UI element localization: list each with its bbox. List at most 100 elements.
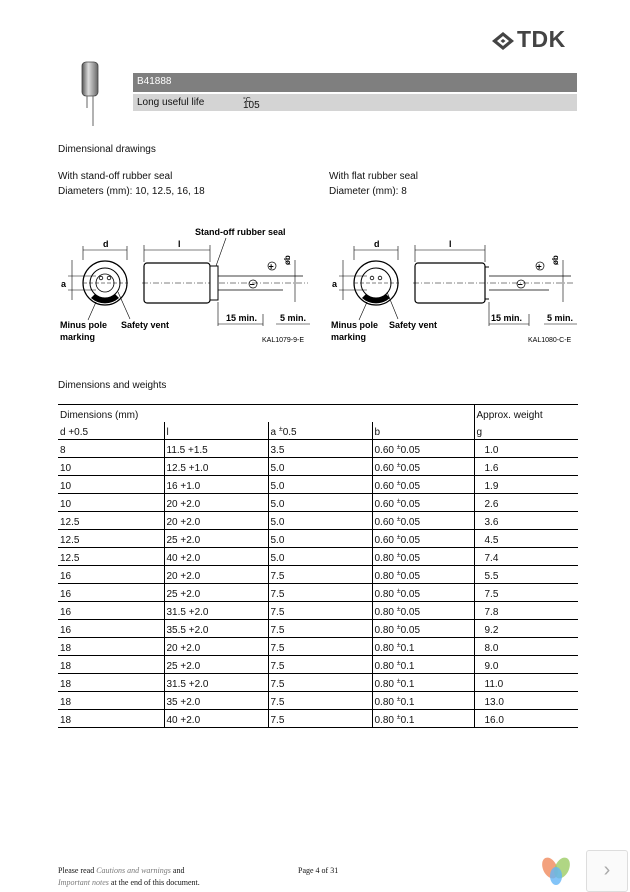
label-minus-pole: Minus pole	[60, 320, 107, 330]
footer-link-notes[interactable]: Important notes	[58, 878, 109, 887]
temperature-value: 105	[243, 100, 260, 111]
cell-b: 0.80 ±0.1	[371, 637, 474, 656]
temperature-unit: °C	[243, 97, 251, 104]
cell-a: 7.5	[267, 655, 372, 674]
label-safety-vent: Safety vent	[121, 320, 169, 330]
part-number: B41888	[137, 76, 172, 87]
cell-b-value: 0.80	[374, 607, 394, 618]
cell-b-tol: 0.1	[400, 697, 415, 708]
label-marking: marking	[60, 332, 95, 342]
drawings-title: Dimensional drawings	[58, 144, 156, 155]
cell-a: 5.0	[267, 511, 372, 530]
cell-b: 0.80 ±0.05	[371, 619, 474, 638]
header-dimensions: Dimensions (mm)	[58, 404, 474, 422]
cell-b: 0.80 ±0.05	[371, 601, 474, 620]
minus-sign: −	[250, 280, 255, 290]
drawing-stand-off-seal: d a l Stand-off rubber seal + − øb 15 mi…	[60, 227, 310, 344]
col-b: b	[371, 422, 474, 440]
cell-b-tol: 0.05	[400, 553, 421, 564]
cell-d: 16	[58, 583, 164, 602]
label-minus-pole-right: Minus pole	[331, 320, 378, 330]
cell-b: 0.80 ±0.1	[371, 673, 474, 692]
footer-link-cautions[interactable]: Cautions and warnings	[96, 866, 171, 875]
cell-d: 16	[58, 565, 164, 584]
col-g: g	[473, 422, 578, 440]
label-seal: Stand-off rubber seal	[195, 227, 286, 237]
subtitle: Long useful life	[137, 97, 205, 108]
cell-b-value: 0.80	[374, 571, 394, 582]
cell-b-value: 0.80	[374, 679, 394, 690]
cell-a: 7.5	[267, 619, 372, 638]
chevron-right-icon: ›	[603, 859, 611, 881]
left-heading: With stand-off rubber seal	[58, 171, 173, 182]
cell-weight: 7.4	[473, 547, 578, 566]
cell-l: 16 +1.0	[163, 475, 268, 494]
cell-b: 0.60 ±0.05	[371, 529, 474, 548]
cell-b-tol: 0.1	[400, 643, 415, 654]
cell-weight: 7.5	[473, 583, 578, 602]
label-b: øb	[283, 255, 292, 265]
cell-b: 0.80 ±0.1	[371, 655, 474, 674]
cell-d: 18	[58, 655, 164, 674]
cell-a: 5.0	[267, 529, 372, 548]
cell-b-tol: 0.05	[400, 571, 421, 582]
cell-b-value: 0.80	[374, 661, 394, 672]
cell-b-tol: 0.05	[400, 607, 421, 618]
cell-d: 16	[58, 601, 164, 620]
cell-l: 12.5 +1.0	[163, 457, 268, 476]
footer-note: Please read Cautions and warnings and	[58, 866, 184, 875]
cell-b-value: 0.80	[374, 589, 394, 600]
cell-b-value: 0.80	[374, 715, 394, 726]
cell-b-value: 0.80	[374, 625, 394, 636]
label-5min-right: 5 min.	[547, 313, 573, 323]
plus-sign-right: +	[537, 262, 542, 272]
drawing-flat-seal: d a l + − øb 15 min. 5 min. Minus pole m…	[331, 239, 577, 344]
label-15min-right: 15 min.	[491, 313, 522, 323]
cell-weight: 13.0	[473, 691, 578, 710]
cell-l: 20 +2.0	[163, 637, 268, 656]
cell-a: 7.5	[267, 637, 372, 656]
cell-b-value: 0.60	[374, 517, 394, 528]
cell-a: 5.0	[267, 457, 372, 476]
cell-d: 12.5	[58, 511, 164, 530]
col-a: a ±0.5	[267, 422, 372, 440]
cell-a: 3.5	[267, 439, 372, 458]
drawing-code: KAL1079-9-E	[262, 337, 304, 344]
cell-a: 5.0	[267, 475, 372, 494]
cell-b-tol: 0.05	[400, 589, 421, 600]
footer-please-read: Please read	[58, 866, 95, 875]
cell-l: 25 +2.0	[163, 529, 268, 548]
label-d: d	[103, 239, 109, 249]
cell-b-value: 0.60	[374, 481, 394, 492]
next-page-button[interactable]: ›	[586, 850, 628, 892]
label-l: l	[178, 239, 181, 249]
part-number-band: B41888	[133, 73, 577, 92]
subtitle-band: Long useful life 105 °C	[133, 94, 577, 111]
cell-weight: 4.5	[473, 529, 578, 548]
col-d: d +0.5	[58, 422, 164, 440]
cell-l: 25 +2.0	[163, 583, 268, 602]
cell-l: 40 +2.0	[163, 709, 268, 728]
dimensions-table: Dimensions (mm) Approx. weight d +0.5 l …	[58, 404, 578, 728]
cell-b-value: 0.80	[374, 697, 394, 708]
minus-pole-mark	[91, 294, 119, 304]
cell-weight: 5.5	[473, 565, 578, 584]
cell-l: 20 +2.0	[163, 493, 268, 512]
cell-b: 0.80 ±0.1	[371, 709, 474, 728]
tdk-diamond-icon	[492, 31, 514, 50]
footer-note-2: Important notes at the end of this docum…	[58, 878, 200, 887]
cell-b: 0.80 ±0.1	[371, 691, 474, 710]
label-15min: 15 min.	[226, 313, 257, 323]
cell-b-tol: 0.05	[400, 625, 421, 636]
cell-l: 31.5 +2.0	[163, 601, 268, 620]
label-safety-vent-right: Safety vent	[389, 320, 437, 330]
cell-d: 12.5	[58, 547, 164, 566]
